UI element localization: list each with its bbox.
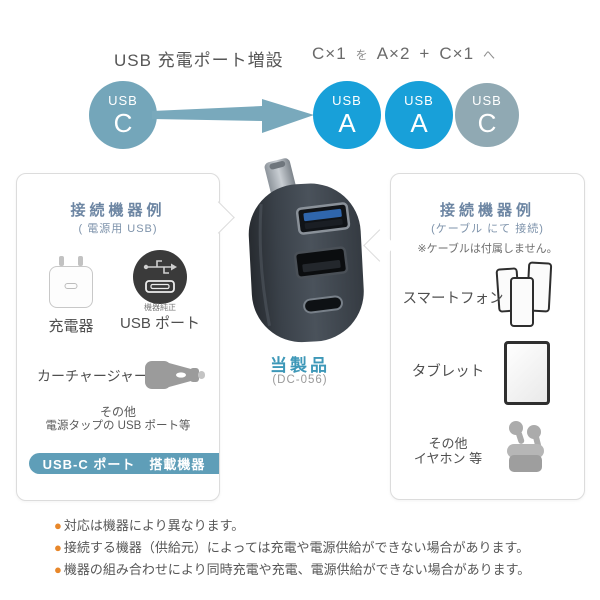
product-model: (DC-056) <box>272 374 328 386</box>
usb-a-port-black <box>293 246 349 279</box>
charger-label: 充電器 <box>48 318 94 335</box>
left-other-note-line2: 電源タップの USB ポート等 <box>45 420 191 432</box>
left-panel-subheading: ( 電源用 USB) <box>78 223 158 235</box>
bullet-icon: ● <box>54 562 62 577</box>
phone-icon <box>510 277 534 327</box>
circle-text-type: A <box>410 108 428 138</box>
circle-text-usb: USB <box>332 93 362 108</box>
car-charger-icon <box>145 361 205 389</box>
circle-text-type: C <box>113 108 133 138</box>
cable-devices-panel: 接続機器例 (ケーブル にて 接続) ※ケーブルは付属しません。 スマートフォン… <box>390 173 585 500</box>
smartphone-label: スマートフォン <box>402 291 504 307</box>
product-image <box>248 158 364 343</box>
usb-a-target-circle-2: USB A <box>385 81 453 149</box>
earbuds-icon <box>507 421 544 472</box>
right-other-label-line1: その他 <box>428 436 468 451</box>
circle-text-type: C <box>477 108 497 138</box>
usb-port-icon <box>133 250 187 304</box>
formula-plus: + <box>419 44 431 63</box>
usb-port-label: USB ポート <box>119 315 200 332</box>
tablet-icon <box>504 341 550 405</box>
usb-a-target-circle-1: USB A <box>313 81 381 149</box>
formula-to-a: A×2 <box>376 44 411 63</box>
tablet-label: タブレット <box>411 364 485 380</box>
circle-text-usb: USB <box>404 93 434 108</box>
footnote-item: ● 接続する機器（供給元）によっては充電や電源供給ができない場合があります。 <box>54 537 530 559</box>
usb-c-target-circle: USB C <box>455 83 519 147</box>
right-arrow-icon <box>152 99 314 133</box>
usb-a-port-blue <box>295 202 351 235</box>
wall-charger-icon <box>49 256 93 308</box>
page-title: USB 充電ポート増設 <box>114 51 284 70</box>
formula-particle-he: へ <box>483 48 496 62</box>
footnote-text: 機器の組み合わせにより同時充電や充電、電源供給ができない場合があります。 <box>63 562 531 577</box>
usb-c-port <box>303 295 343 314</box>
right-panel-subheading: (ケーブル にて 接続) <box>431 223 544 235</box>
charger-prong <box>78 256 83 266</box>
usb-port-small-label: 機器純正 <box>144 303 176 312</box>
product-label: 当製品 <box>270 356 330 375</box>
usb-c-source-circle: USB C <box>89 81 157 149</box>
charger-prong <box>59 256 64 266</box>
footnotes: ● 対応は機器により異なります。 ● 接続する機器（供給元）によっては充電や電源… <box>54 515 530 581</box>
circle-text-usb: USB <box>108 93 138 108</box>
circle-text-type: A <box>338 108 356 138</box>
smartphones-icon <box>495 261 555 330</box>
formula-from: C×1 <box>312 44 347 63</box>
cable-not-included-note: ※ケーブルは付属しません。 <box>417 243 558 255</box>
power-source-panel: 接続機器例 ( 電源用 USB) 充電器 機器純正 USB ポート <box>16 173 220 501</box>
circle-text-usb: USB <box>472 93 502 108</box>
right-panel-heading: 接続機器例 <box>439 202 535 219</box>
footnote-text: 対応は機器により異なります。 <box>63 518 245 533</box>
formula-particle-wo: を <box>355 48 368 62</box>
usbc-port-devices-banner: USB-C ポート 搭載機器 <box>29 453 219 474</box>
left-other-note-line1: その他 <box>99 405 136 419</box>
bullet-icon: ● <box>54 540 62 555</box>
footnote-item: ● 機器の組み合わせにより同時充電や充電、電源供給ができない場合があります。 <box>54 559 530 581</box>
formula-to-c: C×1 <box>439 44 475 63</box>
bullet-icon: ● <box>54 518 62 533</box>
left-panel-heading: 接続機器例 <box>70 202 166 219</box>
footnote-text: 接続する機器（供給元）によっては充電や電源供給ができない場合があります。 <box>63 540 530 555</box>
right-other-label-line2: イヤホン 等 <box>413 451 483 466</box>
conversion-formula: C×1 を A×2 + C×1 へ <box>312 44 495 64</box>
charger-usbc-slot <box>64 283 78 289</box>
footnote-item: ● 対応は機器により異なります。 <box>54 515 530 537</box>
usb-trident-icon <box>143 260 177 293</box>
car-charger-label: カーチャージャー <box>37 368 148 384</box>
